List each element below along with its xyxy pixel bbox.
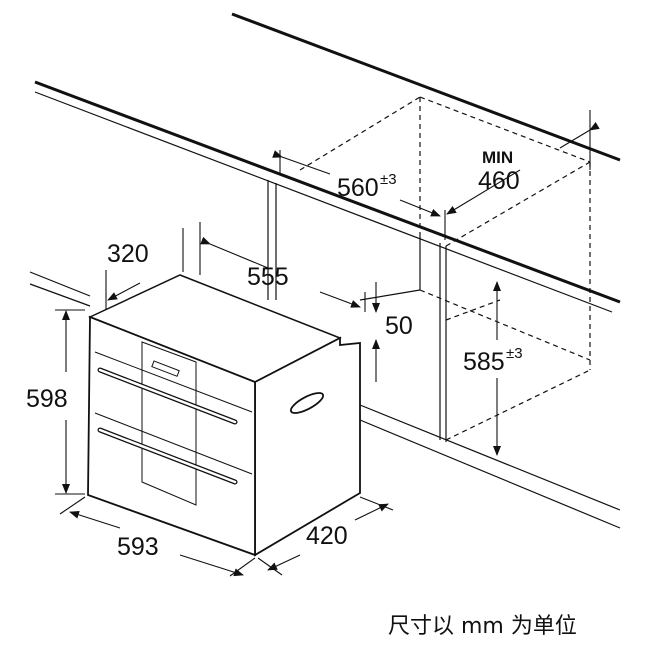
units-caption: 尺寸以 mm 为单位 xyxy=(388,614,577,639)
dimension-lines xyxy=(55,110,600,577)
dim-585: 585 xyxy=(463,348,505,376)
side-handle xyxy=(289,392,325,414)
display-icon xyxy=(151,360,180,377)
dim-560-tolerance: ±3 xyxy=(380,171,397,188)
dim-585-tolerance: ±3 xyxy=(506,345,523,362)
dim-460: 460 xyxy=(478,167,520,195)
dim-598: 598 xyxy=(26,385,68,413)
oven-drawing xyxy=(87,274,361,557)
oven-front xyxy=(87,315,256,557)
cabinet-lines xyxy=(29,12,621,529)
dim-50: 50 xyxy=(385,312,413,340)
dim-593: 593 xyxy=(117,533,159,561)
min-label: MIN xyxy=(482,148,513,167)
dim-320: 320 xyxy=(107,240,149,268)
dim-555: 555 xyxy=(247,263,289,291)
niche-outline xyxy=(299,96,591,441)
dim-560: 560 xyxy=(337,174,379,202)
dim-420: 420 xyxy=(306,522,348,550)
